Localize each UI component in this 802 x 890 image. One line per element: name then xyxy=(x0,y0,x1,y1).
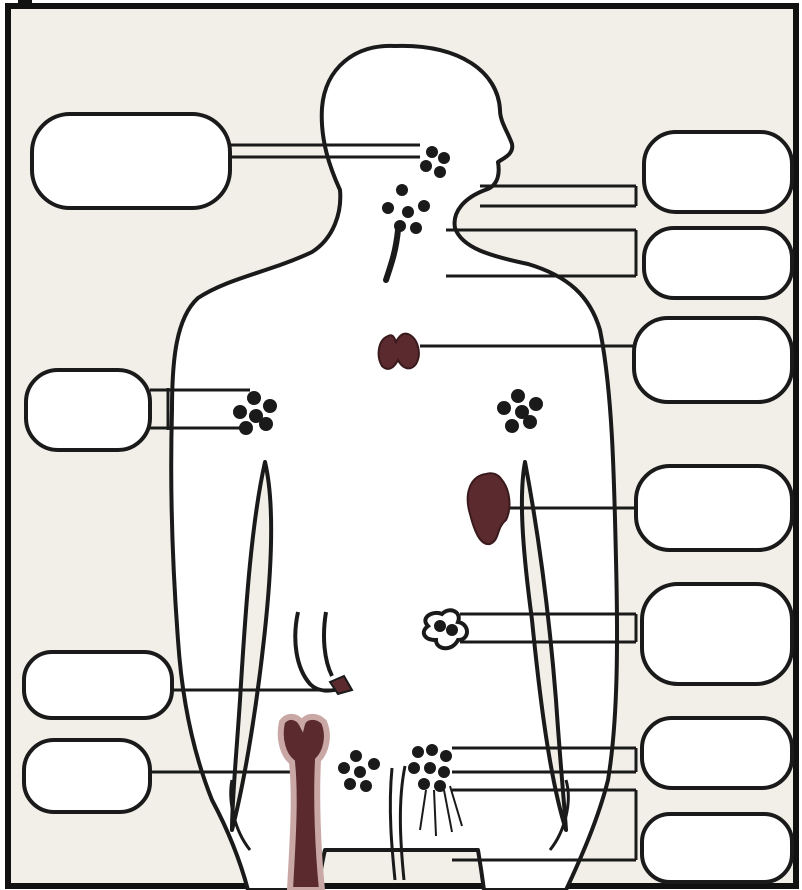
label-box-3 xyxy=(644,228,792,298)
label-box-6 xyxy=(636,466,792,550)
label-box-11 xyxy=(642,814,792,882)
label-box-8 xyxy=(24,652,172,718)
frame-corner-mark xyxy=(18,0,32,6)
label-box-10 xyxy=(24,740,150,812)
label-box-1 xyxy=(32,114,230,208)
label-box-2 xyxy=(644,132,792,212)
label-box-7 xyxy=(642,584,792,684)
label-box-9 xyxy=(642,718,792,788)
label-box-5 xyxy=(26,370,150,450)
label-box-4 xyxy=(634,318,792,402)
